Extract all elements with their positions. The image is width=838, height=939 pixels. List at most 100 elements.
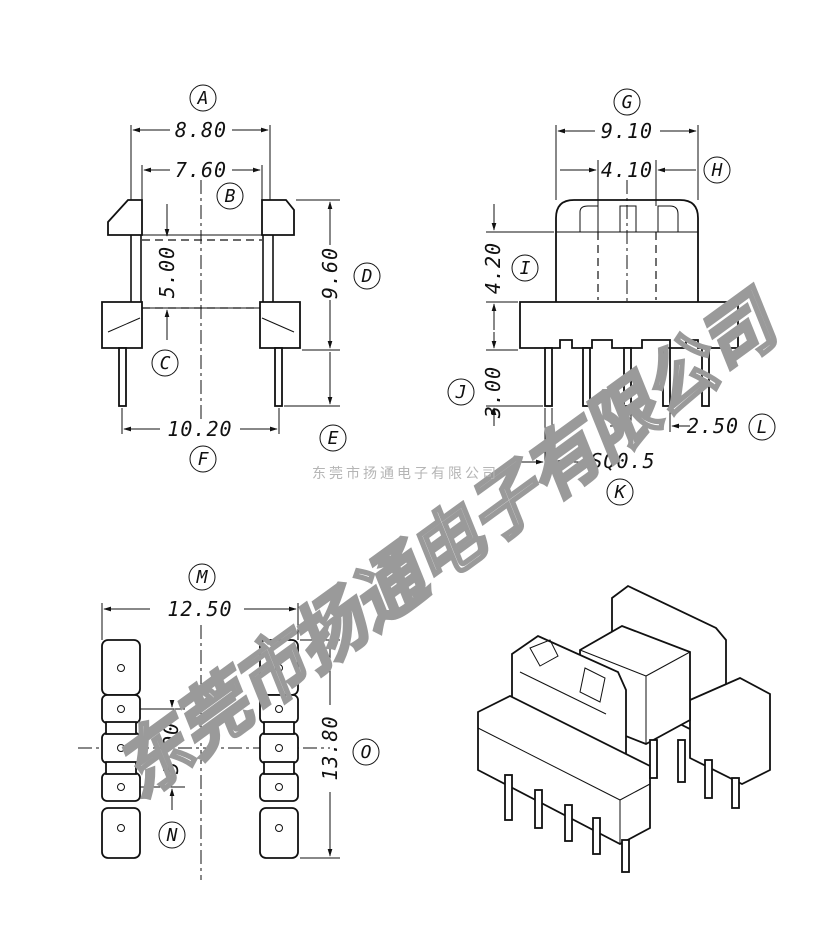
pad-right-neck-a — [263, 721, 295, 735]
dim-g-value: 9.10 — [601, 119, 653, 143]
dim-n-value: 5.00 — [159, 722, 183, 774]
pin-hole-l5 — [117, 824, 125, 832]
balloon-i — [511, 254, 539, 282]
iso-front-slot-left — [529, 639, 559, 667]
iso-front-base-top2 — [619, 783, 651, 801]
front-right-base — [259, 301, 301, 349]
side-pin-2 — [582, 347, 591, 407]
dim-m-value: 12.50 — [167, 597, 232, 621]
balloon-h — [703, 156, 731, 184]
iso-pin-5 — [621, 839, 630, 873]
iso-pin-4 — [592, 817, 601, 855]
pin-hole-l1 — [117, 664, 125, 672]
iso-pin-1 — [504, 774, 513, 821]
dim-j-value: 3.00 — [481, 366, 505, 419]
bottom-view: 12.50 M 5.00 N 13.80 O — [78, 563, 380, 880]
front-left-top-flange — [107, 199, 143, 236]
pad-right-neck-b — [263, 761, 295, 775]
dim-l-value: 2.50 — [687, 414, 739, 438]
watermark-small: 东莞市扬通电子有限公司 — [312, 465, 499, 482]
balloon-g-letter: G — [622, 92, 633, 113]
balloon-f — [189, 445, 217, 473]
balloon-n-letter: N — [166, 825, 178, 846]
front-left-base — [101, 301, 143, 349]
balloon-i-letter: I — [520, 258, 531, 279]
side-base — [519, 301, 739, 349]
pin-hole-r2 — [275, 705, 283, 713]
balloon-f-letter: F — [198, 449, 210, 470]
balloon-k — [606, 478, 634, 506]
iso-pin-3 — [564, 804, 573, 842]
iso-pin-9 — [731, 777, 740, 809]
pad-left-neck-a — [105, 721, 137, 735]
side-rib-1 — [579, 205, 599, 232]
iso-front-slot-right — [579, 667, 606, 703]
isometric-view — [477, 584, 771, 873]
pin-hole-l2 — [117, 705, 125, 713]
iso-front-base — [477, 694, 651, 846]
balloon-c-letter: C — [160, 353, 171, 374]
front-right-base-chamfer — [261, 317, 295, 333]
side-pin-3 — [623, 347, 632, 407]
dim-f-value: 10.20 — [167, 417, 232, 441]
side-pin-5 — [701, 347, 710, 407]
dim-o-value: 13.80 — [318, 715, 342, 780]
iso-tube-top2 — [645, 651, 691, 677]
iso-front-inner — [519, 671, 607, 715]
balloon-b-letter: B — [225, 186, 236, 207]
balloon-e-letter: E — [328, 428, 339, 449]
front-view: 8.80 A 7.60 B 5.00 C 9.60 D E — [101, 84, 381, 473]
iso-back-base — [689, 677, 771, 786]
iso-front-base-top — [477, 727, 621, 801]
balloon-b — [216, 182, 244, 210]
side-pin-1 — [544, 347, 553, 407]
pin-hole-r1 — [275, 664, 283, 672]
balloon-e — [319, 424, 347, 452]
iso-pin-7 — [677, 739, 686, 783]
pad-left-5 — [101, 807, 141, 859]
balloon-g — [613, 88, 641, 116]
side-rib-2 — [619, 205, 637, 232]
dim-h-value: 4.10 — [601, 158, 653, 182]
pad-right-3 — [259, 732, 299, 764]
iso-pin-8 — [704, 759, 713, 799]
balloon-j-letter: J — [455, 382, 467, 403]
pin-hole-l3 — [117, 744, 125, 752]
pad-right-5 — [259, 807, 299, 859]
pin-hole-r3 — [275, 744, 283, 752]
balloon-j — [447, 378, 475, 406]
side-view: 9.10 G 4.10 H 4.20 I 3.00 J 2.50 L — [447, 88, 776, 506]
balloon-h-letter: H — [711, 160, 723, 181]
pin-hole-l4 — [117, 783, 125, 791]
balloon-a-letter: A — [197, 88, 209, 109]
dim-d-value: 9.60 — [318, 247, 342, 299]
iso-pin-2 — [534, 789, 543, 829]
balloon-d — [353, 262, 381, 290]
front-left-base-chamfer — [107, 317, 141, 333]
dim-a-value: 8.80 — [175, 118, 227, 142]
dim-b-value: 7.60 — [175, 158, 227, 182]
dim-k-value: SQ0.5 — [590, 449, 655, 473]
balloon-n — [158, 821, 186, 849]
balloon-d-letter: D — [361, 266, 373, 287]
balloon-m-letter: M — [196, 567, 209, 588]
front-right-top-flange — [261, 199, 295, 236]
iso-pin-6 — [649, 739, 658, 779]
front-left-pin — [118, 347, 127, 407]
side-rib-3 — [657, 205, 679, 232]
balloon-a — [189, 84, 217, 112]
balloon-o-letter: O — [361, 742, 372, 763]
pad-left-2 — [101, 694, 141, 724]
balloon-l — [748, 413, 776, 441]
pad-right-4 — [259, 772, 299, 802]
dim-i-value: 4.20 — [481, 242, 505, 294]
side-pin-4 — [662, 347, 671, 407]
balloon-k-letter: K — [614, 482, 627, 503]
balloon-m — [188, 563, 216, 591]
balloon-o — [352, 738, 380, 766]
balloon-l-letter: L — [757, 417, 768, 438]
pin-hole-r4 — [275, 783, 283, 791]
pad-left-neck-b — [105, 761, 137, 775]
